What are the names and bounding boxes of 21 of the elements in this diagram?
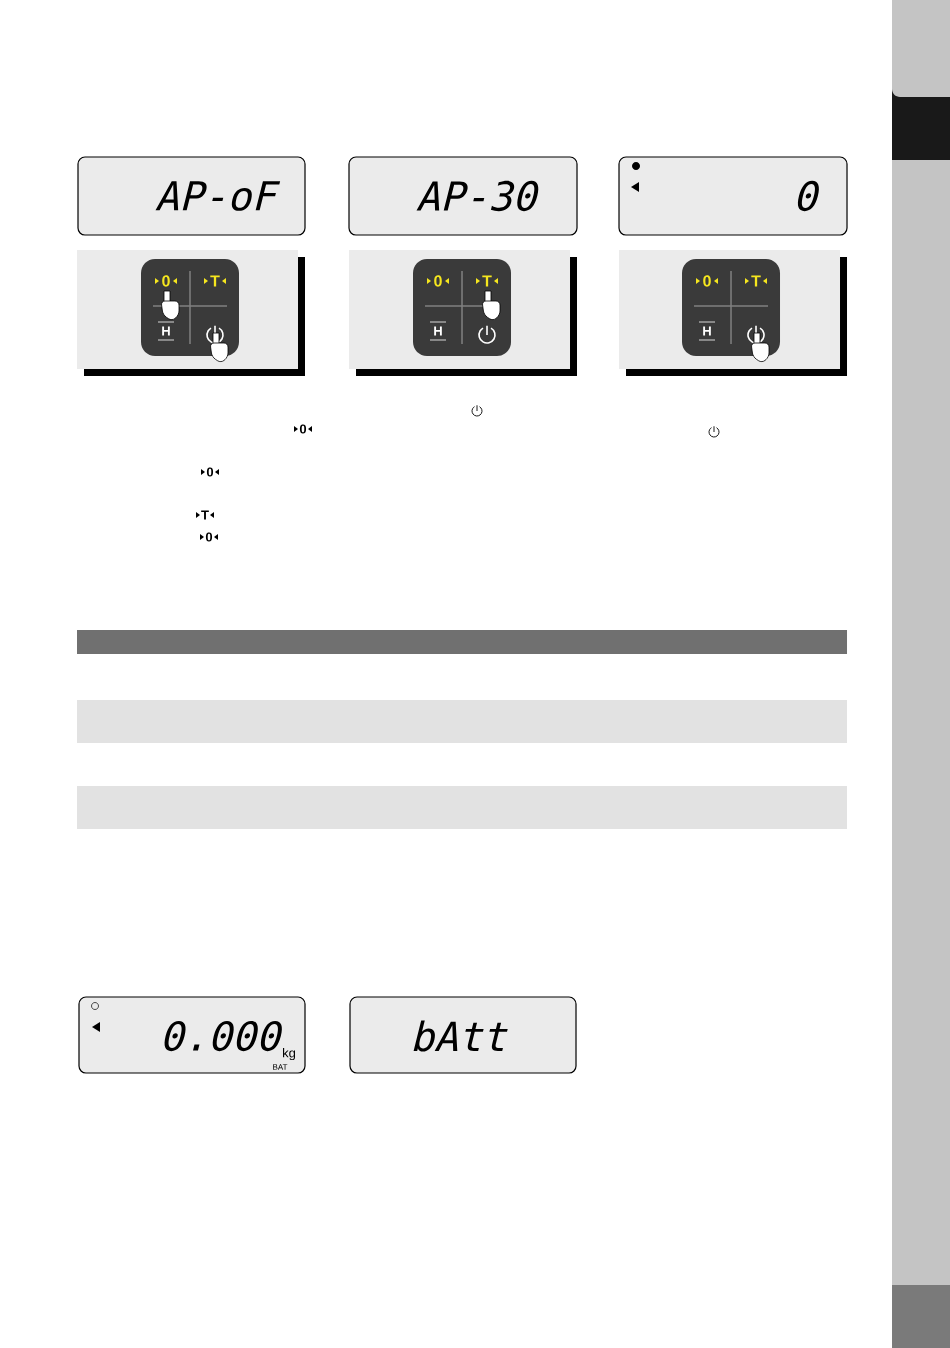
lcd-display [349, 996, 577, 1074]
lcd-display [78, 996, 306, 1074]
display-readout: AP-30 [416, 180, 539, 212]
zero-key-label: 0 [696, 275, 718, 287]
hold-key-label: H [429, 321, 447, 341]
tare-key-label: T [745, 275, 767, 287]
lcd-display [77, 156, 306, 236]
display-readout: 0.000 [164, 1020, 282, 1052]
display-unit: BAT [273, 1064, 288, 1070]
display-readout: 0 [797, 180, 819, 212]
display-readout: bAtt [413, 1020, 508, 1052]
tare-key-label: T [204, 275, 226, 287]
hold-key-label: H [698, 321, 716, 341]
display-readout: AP-oF [155, 181, 281, 211]
lcd-display [618, 156, 848, 236]
lcd-display [348, 156, 578, 236]
zero-key-label: 0 [427, 275, 449, 287]
display-unit: kg [283, 1047, 296, 1061]
tare-key-label: T [476, 275, 498, 287]
hold-key-label: H [157, 321, 175, 341]
zero-key-label: 0 [155, 275, 177, 287]
